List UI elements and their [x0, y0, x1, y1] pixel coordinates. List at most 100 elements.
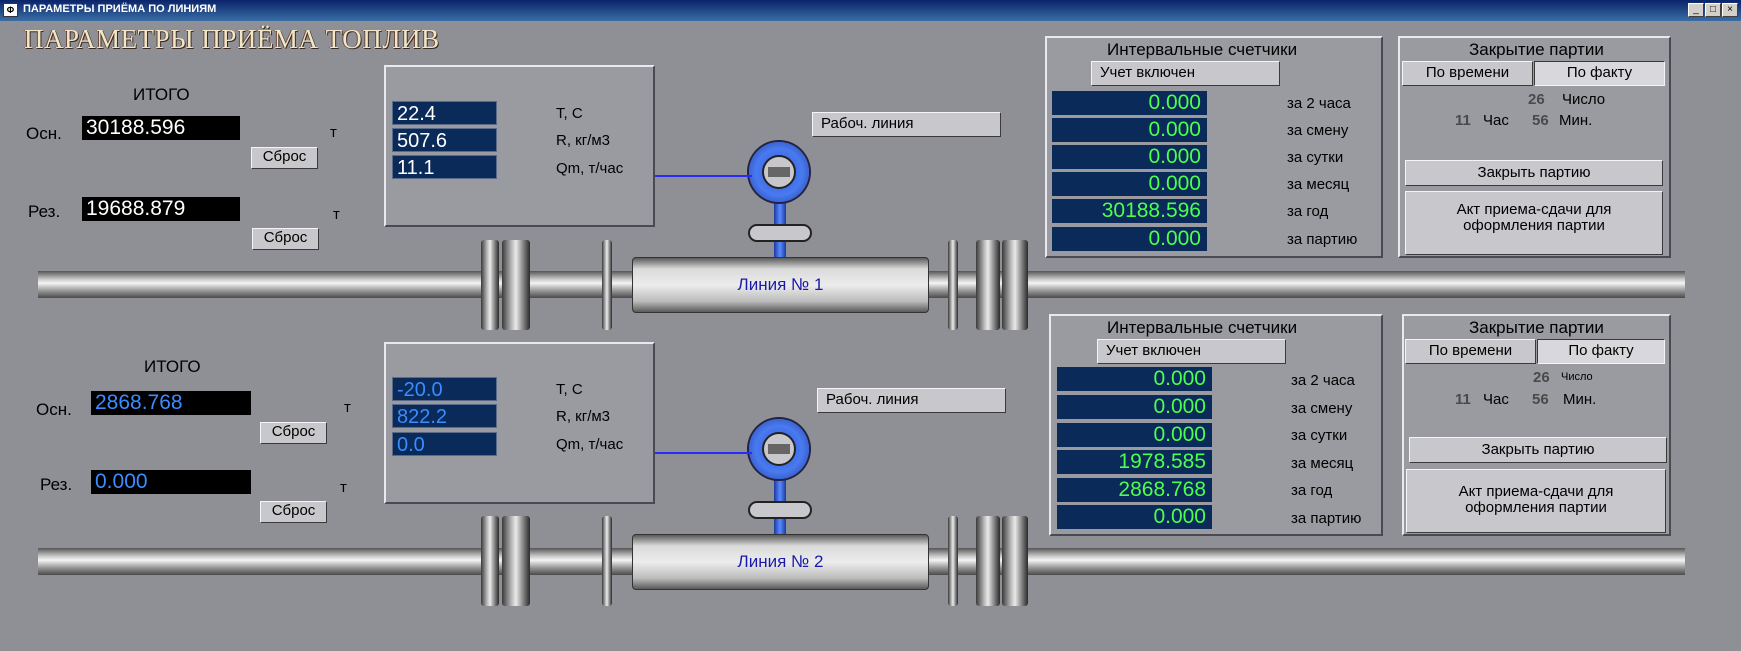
hour-label: Час [1483, 112, 1509, 129]
counter-value: 0.000 [1057, 505, 1212, 529]
work-line-button[interactable]: Рабоч. линия [812, 112, 1001, 137]
sensor-wire [654, 452, 752, 454]
unit-label: т [344, 399, 351, 416]
flange [1002, 516, 1028, 606]
counter-label: за смену [1291, 400, 1353, 417]
act-line-2: оформления партии [1463, 217, 1605, 234]
rez-reset-button[interactable]: Сброс [260, 501, 327, 523]
density-value: 507.6 [392, 128, 497, 152]
flow-value: 0.0 [392, 432, 497, 456]
unit-label: т [340, 479, 347, 496]
counter-label: за смену [1287, 122, 1349, 139]
flange [1002, 240, 1028, 330]
counter-value: 1978.585 [1057, 450, 1212, 474]
day-value: 26 [1528, 91, 1545, 108]
close-batch-button[interactable]: Закрыть партию [1405, 160, 1663, 186]
temperature-label: T, C [556, 105, 583, 122]
page-title: ПАРАМЕТРЫ ПРИЁМА ТОПЛИВ [24, 24, 440, 54]
window-title: ПАРАМЕТРЫ ПРИЁМА ПО ЛИНИЯМ [23, 3, 217, 15]
flange [948, 240, 958, 330]
minimize-button[interactable]: _ [1688, 3, 1704, 17]
app-icon: Φ [3, 3, 18, 17]
counter-label: за 2 часа [1287, 95, 1351, 112]
counter-value: 30188.596 [1052, 199, 1207, 223]
counter-value: 0.000 [1057, 395, 1212, 419]
osn-reset-button[interactable]: Сброс [251, 147, 318, 169]
day-value: 26 [1533, 369, 1550, 386]
sensor-wire [654, 175, 752, 177]
rez-label: Рез. [28, 202, 61, 221]
osn-reset-button[interactable]: Сброс [260, 422, 327, 444]
osn-label: Осн. [26, 124, 62, 143]
counter-value: 0.000 [1057, 423, 1212, 447]
counter-value: 0.000 [1057, 367, 1212, 391]
counter-label: за месяц [1287, 176, 1350, 193]
counter-value: 0.000 [1052, 145, 1207, 169]
density-value: 822.2 [392, 404, 497, 428]
minute-label: Мин. [1563, 391, 1597, 408]
minute-value: 56 [1532, 391, 1549, 408]
rez-total-value: 19688.879 [82, 197, 240, 221]
minute-value: 56 [1532, 112, 1549, 129]
counter-value: 2868.768 [1057, 478, 1212, 502]
osn-total-value: 30188.596 [82, 116, 240, 140]
by-fact-button[interactable]: По факту [1534, 61, 1665, 86]
counter-label: за год [1291, 482, 1333, 499]
title-bar: Φ ПАРАМЕТРЫ ПРИЁМА ПО ЛИНИЯМ _ □ × [0, 0, 1741, 21]
itogo-label: ИТОГО [144, 357, 201, 376]
counter-value: 0.000 [1052, 227, 1207, 251]
work-line-button[interactable]: Рабоч. линия [817, 388, 1006, 413]
flow-label: Qm, т/час [556, 436, 624, 453]
accounting-status-button[interactable]: Учет включен [1091, 61, 1280, 86]
osn-label: Осн. [36, 400, 72, 419]
day-label: Число [1561, 371, 1593, 383]
by-time-button[interactable]: По времени [1402, 61, 1533, 86]
sensor-disc [748, 224, 812, 242]
unit-label: т [330, 124, 337, 141]
sensor-disc [748, 501, 812, 519]
batch-close-title: Закрытие партии [1469, 40, 1604, 59]
flange [976, 516, 1000, 606]
rez-label: Рез. [40, 475, 73, 494]
by-time-button[interactable]: По времени [1405, 339, 1536, 364]
flange [502, 240, 530, 330]
counter-label: за месяц [1291, 455, 1354, 472]
maximize-button[interactable]: □ [1705, 3, 1721, 17]
flow-sensor-icon [749, 142, 809, 202]
act-line-1: Акт приема-сдачи для [1458, 483, 1614, 500]
flange [602, 516, 612, 606]
flange [602, 240, 612, 330]
counter-label: за сутки [1287, 149, 1344, 166]
close-button[interactable]: × [1722, 3, 1738, 17]
acceptance-act-button[interactable]: Акт приема-сдачи для оформления партии [1406, 469, 1666, 533]
counter-value: 0.000 [1052, 172, 1207, 196]
temperature-value: -20.0 [392, 377, 497, 401]
rez-total-value: 0.000 [91, 470, 251, 494]
close-batch-button[interactable]: Закрыть партию [1409, 437, 1667, 463]
counters-title: Интервальные счетчики [1107, 40, 1298, 59]
line-name: Линия № 2 [632, 534, 929, 590]
hour-value: 11 [1455, 112, 1471, 129]
unit-label: т [333, 206, 340, 223]
rez-reset-button[interactable]: Сброс [252, 228, 319, 250]
flange [502, 516, 530, 606]
counter-label: за год [1287, 203, 1329, 220]
flange [948, 516, 958, 606]
act-line-1: Акт приема-сдачи для [1456, 201, 1612, 218]
flange [481, 240, 499, 330]
counter-label: за партию [1291, 510, 1362, 527]
flange [481, 516, 499, 606]
act-line-2: оформления партии [1465, 499, 1607, 516]
temperature-value: 22.4 [392, 101, 497, 125]
density-label: R, кг/м3 [556, 132, 611, 149]
flow-value: 11.1 [392, 155, 497, 179]
flange [976, 240, 1000, 330]
hour-label: Час [1483, 391, 1509, 408]
accounting-status-button[interactable]: Учет включен [1097, 339, 1286, 364]
line-name: Линия № 1 [632, 257, 929, 313]
acceptance-act-button[interactable]: Акт приема-сдачи для оформления партии [1405, 191, 1663, 255]
counters-title: Интервальные счетчики [1107, 318, 1298, 337]
counter-label: за партию [1287, 231, 1358, 248]
by-fact-button[interactable]: По факту [1537, 339, 1665, 364]
hour-value: 11 [1455, 391, 1471, 408]
